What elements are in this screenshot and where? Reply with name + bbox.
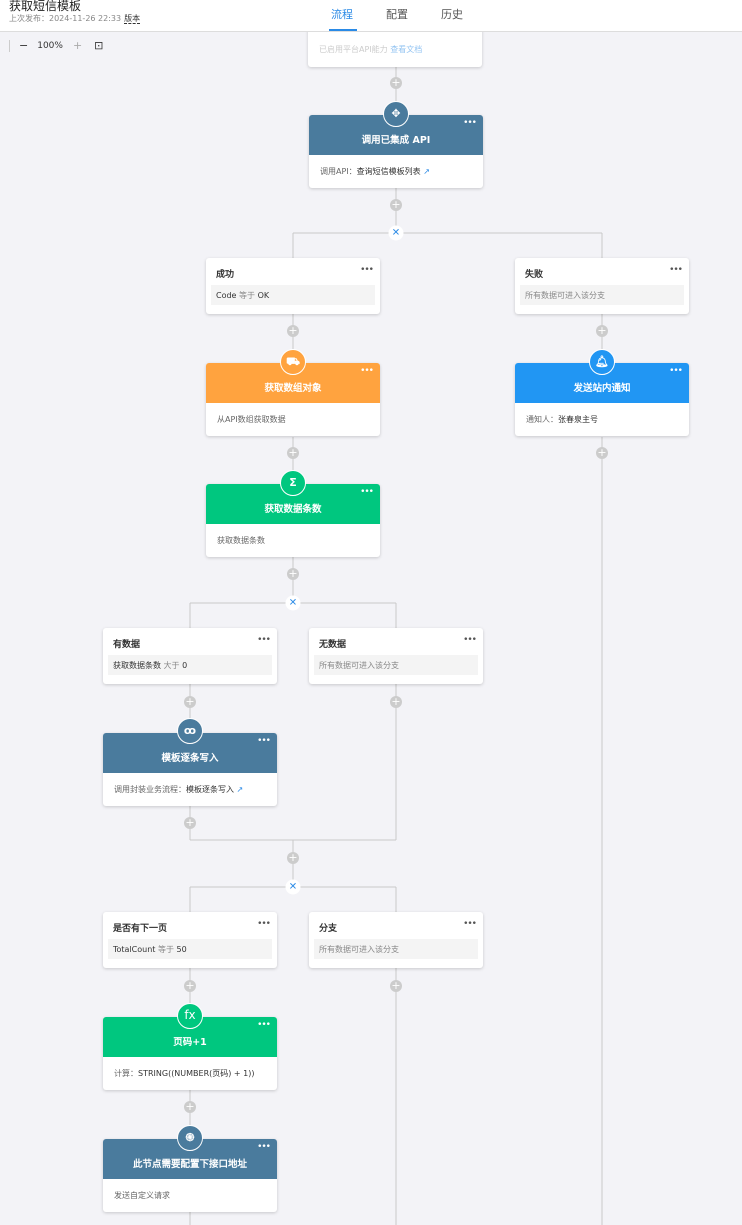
bell-icon: 🔔︎	[589, 349, 615, 375]
cond-op: 等于	[239, 291, 256, 300]
add-node-button[interactable]: +	[184, 695, 196, 708]
node-array[interactable]: 获取数组对象 ••• 从API数组获取数据	[206, 363, 380, 436]
fit-view-icon[interactable]: ⊡	[94, 39, 104, 52]
add-node-button[interactable]: +	[184, 979, 196, 992]
branch-close-icon[interactable]: ✕	[285, 879, 301, 895]
more-icon[interactable]: •••	[257, 736, 271, 746]
branch-hasdata[interactable]: 有数据 ••• 获取数据条数 大于 0	[103, 628, 277, 684]
add-node-button[interactable]: +	[287, 567, 299, 580]
more-icon[interactable]: •••	[257, 1142, 271, 1152]
node-desc: 发送自定义请求	[114, 1191, 170, 1200]
node-value: 查询短信模板列表	[356, 167, 421, 176]
add-node-button[interactable]: +	[287, 324, 299, 337]
truck-icon: ⛟	[280, 349, 306, 375]
cond-text: 所有数据可进入该分支	[520, 285, 684, 305]
cond-op: 大于	[163, 661, 180, 670]
more-icon[interactable]: •••	[257, 1020, 271, 1030]
node-value: 模板逐条写入	[186, 785, 234, 794]
add-node-button[interactable]: +	[596, 446, 608, 459]
view-docs-link[interactable]: 查看文档	[390, 45, 423, 54]
active-tab-indicator	[329, 29, 357, 31]
external-link-icon[interactable]: ↗	[236, 785, 244, 794]
branch-title: 无数据	[319, 640, 347, 650]
branch-title: 分支	[319, 924, 338, 934]
zoom-out-button[interactable]: −	[19, 39, 29, 52]
branch-success[interactable]: 成功 ••• Code 等于 OK	[206, 258, 380, 314]
page-title: 获取短信模板	[9, 0, 82, 13]
cond-field: TotalCount	[113, 945, 156, 954]
add-node-button[interactable]: +	[390, 979, 402, 992]
cond-value: 50	[176, 945, 187, 954]
move-arrows-icon: ✥	[383, 101, 409, 127]
node-label: 通知人：	[526, 415, 558, 424]
external-link-icon[interactable]: ↗	[423, 167, 430, 176]
cond-text: 所有数据可进入该分支	[314, 939, 478, 959]
add-node-button[interactable]: +	[390, 695, 402, 708]
divider	[9, 39, 10, 52]
cond-field: Code	[216, 291, 237, 300]
add-node-button[interactable]: +	[184, 1100, 196, 1113]
more-icon[interactable]: •••	[360, 487, 374, 497]
zoom-in-button[interactable]: +	[72, 39, 83, 52]
more-icon[interactable]: •••	[669, 265, 683, 275]
node-desc: 获取数据条数	[217, 536, 265, 545]
add-node-button[interactable]: +	[596, 324, 608, 337]
more-icon[interactable]: •••	[669, 366, 683, 376]
branch-title: 是否有下一页	[113, 924, 168, 934]
branch-fail[interactable]: 失败 ••• 所有数据可进入该分支	[515, 258, 689, 314]
version-link[interactable]: 版本	[124, 14, 141, 24]
fx-icon: fx	[177, 1003, 203, 1029]
cond-op: 等于	[158, 945, 174, 954]
node-value: STRING((NUMBER(页码) + 1))	[138, 1069, 255, 1078]
branch-close-icon[interactable]: ✕	[388, 225, 404, 241]
webhook-icon: ֍	[177, 1125, 203, 1151]
cond-value: OK	[257, 291, 270, 300]
publish-label: 上次发布：	[9, 14, 49, 23]
more-icon[interactable]: •••	[463, 919, 477, 929]
add-node-button[interactable]: +	[184, 816, 196, 829]
zoom-toolbar: − 100% + ⊡	[9, 39, 103, 52]
cond-text: 所有数据可进入该分支	[314, 655, 478, 675]
tab-flow[interactable]: 流程	[331, 8, 353, 21]
api-enabled-text: 已启用平台API能力	[319, 45, 388, 54]
more-icon[interactable]: •••	[257, 919, 271, 929]
add-node-button[interactable]: +	[287, 446, 299, 459]
sigma-icon: Σ	[280, 470, 306, 496]
node-count[interactable]: 获取数据条数 ••• 获取数据条数	[206, 484, 380, 557]
zoom-level: 100%	[37, 40, 63, 51]
cond-field: 获取数据条数	[113, 661, 161, 670]
branch-other[interactable]: 分支 ••• 所有数据可进入该分支	[309, 912, 483, 968]
tab-history[interactable]: 历史	[441, 8, 463, 21]
more-icon[interactable]: •••	[360, 366, 374, 376]
branch-close-icon[interactable]: ✕	[285, 595, 301, 611]
node-value: 张春泉主号	[558, 415, 598, 424]
branch-nextpage[interactable]: 是否有下一页 ••• TotalCount 等于 50	[103, 912, 277, 968]
node-write[interactable]: 模板逐条写入 ••• 调用封装业务流程：模板逐条写入 ↗	[103, 733, 277, 806]
more-icon[interactable]: •••	[257, 635, 271, 645]
subprocess-icon: ꝏ	[177, 718, 203, 744]
node-webhook[interactable]: 此节点需要配置下接口地址 ••• 发送自定义请求	[103, 1139, 277, 1212]
more-icon[interactable]: •••	[463, 118, 477, 128]
add-node-button[interactable]: +	[390, 76, 402, 89]
add-node-button[interactable]: +	[390, 198, 402, 211]
more-icon[interactable]: •••	[360, 265, 374, 275]
add-node-button[interactable]: +	[287, 851, 299, 864]
branch-title: 成功	[216, 270, 235, 280]
node-desc: 从API数组获取数据	[217, 415, 286, 424]
cond-value: 0	[182, 661, 188, 670]
tab-config[interactable]: 配置	[386, 8, 408, 21]
branch-title: 失败	[525, 270, 544, 280]
node-label: 调用封装业务流程：	[114, 785, 186, 794]
node-label: 计算：	[114, 1069, 138, 1078]
publish-time: 2024-11-26 22:33	[49, 14, 122, 23]
node-label: 调用API：	[320, 167, 357, 176]
more-icon[interactable]: •••	[463, 635, 477, 645]
branch-title: 有数据	[113, 640, 141, 650]
node-page[interactable]: 页码+1 ••• 计算：STRING((NUMBER(页码) + 1))	[103, 1017, 277, 1090]
branch-nodata[interactable]: 无数据 ••• 所有数据可进入该分支	[309, 628, 483, 684]
